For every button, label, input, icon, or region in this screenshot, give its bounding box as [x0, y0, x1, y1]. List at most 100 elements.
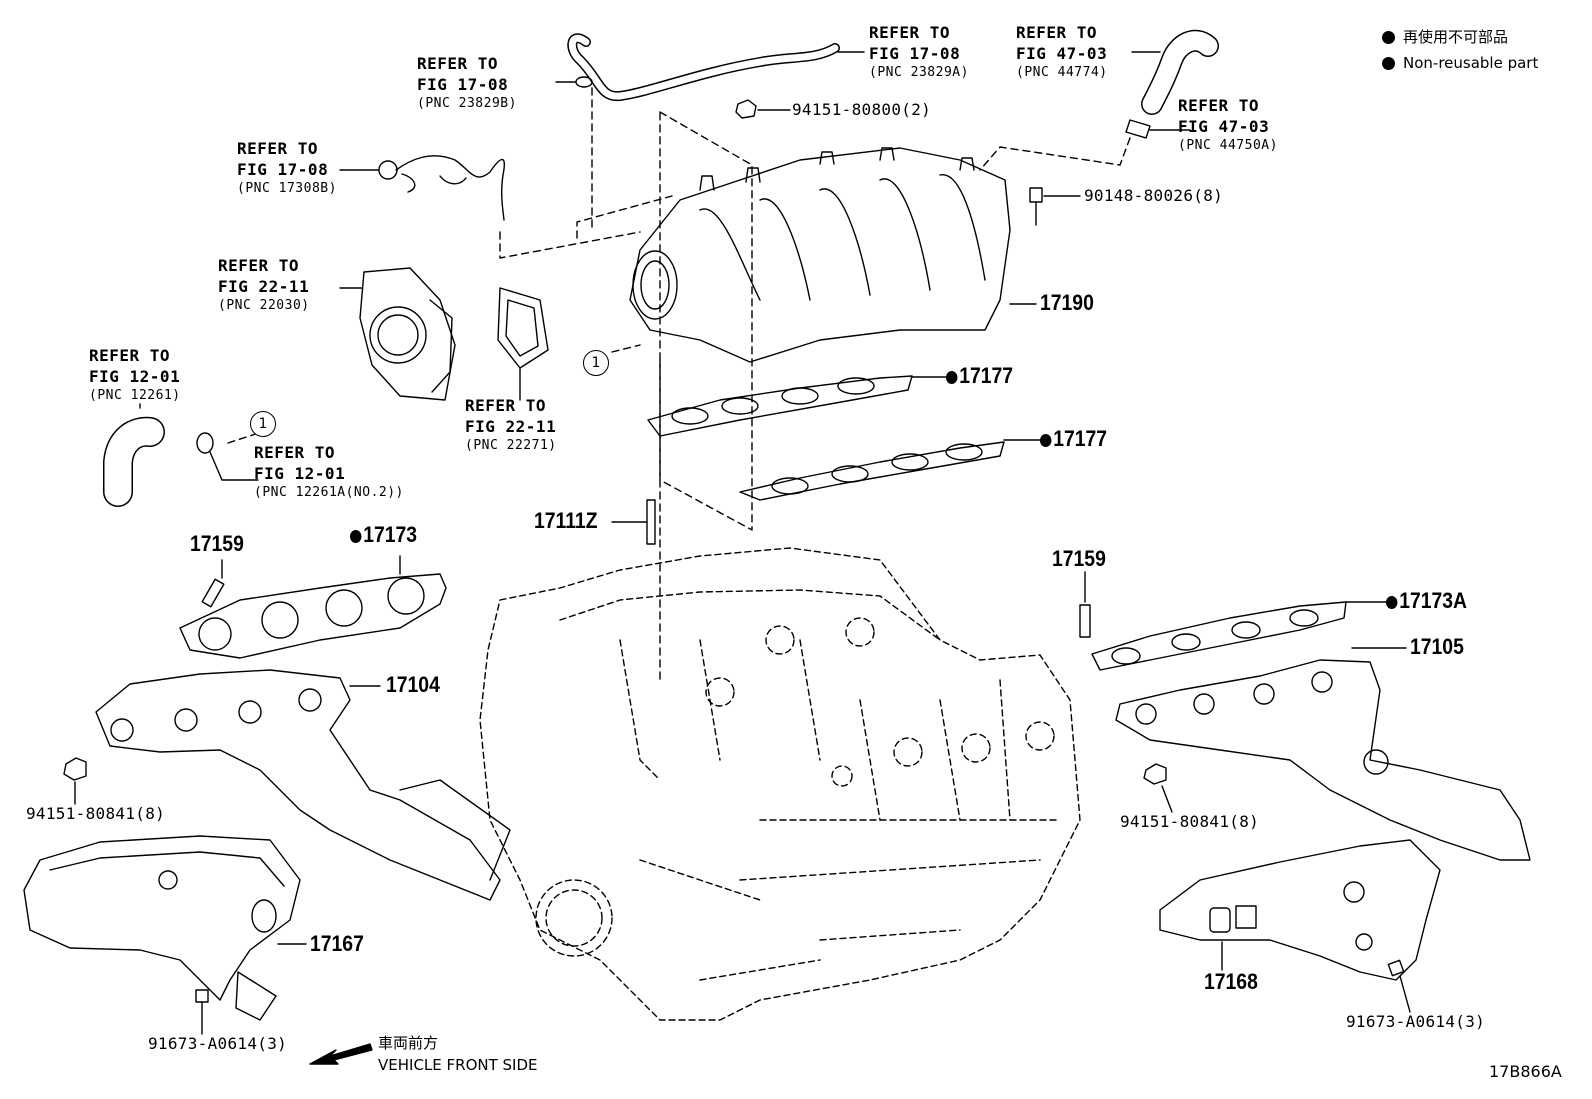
- ref-hose-right-line1: REFER TO: [1016, 23, 1098, 42]
- stud-center: [611, 499, 656, 545]
- hose-clip-right: [1125, 119, 1191, 139]
- ref-clip-top-pnc: (PNC 23829B): [417, 96, 517, 111]
- ref-hose-right[interactable]: REFER TO FIG 47-03 (PNC 44774): [1016, 22, 1108, 82]
- vehicle-front-jp: 車両前方: [378, 1034, 439, 1052]
- ref-throttle-body-line2: FIG 22-11: [218, 277, 310, 296]
- part-heat-insulator-left[interactable]: 17167: [310, 931, 364, 956]
- part-exhaust-manifold-left[interactable]: 17104: [386, 672, 440, 697]
- vehicle-front-en: VEHICLE FRONT SIDE: [378, 1056, 538, 1074]
- ref-clip-right[interactable]: REFER TO FIG 47-03 (PNC 44750A): [1178, 95, 1278, 155]
- ref-pcv-hose-line1: REFER TO: [237, 139, 319, 158]
- ref-throttle-body-pnc: (PNC 22030): [218, 298, 310, 313]
- non-reusable-dot-icon: [350, 529, 362, 543]
- callout-marker-intake: 1: [583, 350, 609, 376]
- ref-hose-right-line2: FIG 47-03: [1016, 44, 1108, 63]
- intake-gasket-lower: [739, 439, 1041, 501]
- part-intake-manifold[interactable]: 17190: [1040, 290, 1094, 315]
- ref-coolant-clip[interactable]: REFER TO FIG 12-01 (PNC 12261A(NO.2)): [254, 442, 404, 502]
- part-nut-top[interactable]: 94151-80800(2): [792, 100, 932, 119]
- heat-insulator-right: [1159, 839, 1441, 981]
- ref-clip-top[interactable]: REFER TO FIG 17-08 (PNC 23829B): [417, 53, 517, 113]
- legend: 再使用不可部品 Non-reusable part: [1382, 24, 1538, 76]
- callout-marker-coolant: 1: [250, 411, 276, 437]
- part-intake-gasket-1[interactable]: 17177: [946, 363, 1013, 389]
- ref-clip-top-line1: REFER TO: [417, 54, 499, 73]
- pcv-hose: [339, 155, 505, 221]
- throttle-gasket: [497, 287, 549, 401]
- heat-insulator-left: [23, 835, 307, 1021]
- engine-block-dashed: [479, 547, 1081, 1021]
- ref-coolant-clip-line2: FIG 12-01: [254, 464, 346, 483]
- ref-coolant-hose-pnc: (PNC 12261): [89, 388, 181, 403]
- legend-row-en: Non-reusable part: [1382, 50, 1538, 76]
- ref-hose-top-line1: REFER TO: [869, 23, 951, 42]
- non-reusable-dot-icon: [1386, 595, 1398, 609]
- part-nut-left[interactable]: 94151-80841(8): [26, 804, 166, 823]
- front-arrow-icon: [309, 1043, 373, 1065]
- part-exhaust-gasket-right-number: 17173A: [1399, 588, 1468, 613]
- ref-throttle-gasket-line1: REFER TO: [465, 396, 547, 415]
- ref-clip-right-line2: FIG 47-03: [1178, 117, 1270, 136]
- vacuum-hose-top: [567, 33, 865, 102]
- ref-throttle-body-line1: REFER TO: [218, 256, 300, 275]
- ref-coolant-hose[interactable]: REFER TO FIG 12-01 (PNC 12261): [89, 345, 181, 405]
- part-stud-left[interactable]: 17159: [190, 531, 244, 556]
- ref-pcv-hose-pnc: (PNC 17308B): [237, 181, 337, 196]
- vehicle-front-label: 車両前方 VEHICLE FRONT SIDE: [378, 1032, 538, 1076]
- ref-throttle-gasket-pnc: (PNC 22271): [465, 438, 557, 453]
- intake-outline-dashed: [227, 87, 1131, 681]
- part-nut-right[interactable]: 94151-80841(8): [1120, 812, 1260, 831]
- part-stud-center[interactable]: 17111Z: [534, 508, 598, 533]
- hose-right: [1131, 29, 1219, 115]
- ref-clip-right-line1: REFER TO: [1178, 96, 1260, 115]
- non-reusable-dot-icon: [1382, 31, 1395, 44]
- legend-jp: 再使用不可部品: [1403, 28, 1509, 46]
- part-bolt-left[interactable]: 91673-A0614(3): [148, 1034, 288, 1053]
- ref-throttle-gasket[interactable]: REFER TO FIG 22-11 (PNC 22271): [465, 395, 557, 455]
- coolant-clip: [196, 432, 259, 481]
- nut-right: [1143, 763, 1173, 813]
- legend-row-jp: 再使用不可部品: [1382, 24, 1538, 50]
- part-exhaust-gasket-left[interactable]: 17173: [350, 522, 417, 548]
- ref-throttle-body[interactable]: REFER TO FIG 22-11 (PNC 22030): [218, 255, 310, 315]
- nut-left: [63, 757, 87, 805]
- bolt-right: [1387, 959, 1411, 1013]
- coolant-hose: [103, 403, 165, 507]
- ref-pcv-hose-line2: FIG 17-08: [237, 160, 329, 179]
- intake-manifold: [629, 147, 1037, 363]
- intake-gasket-upper: [647, 375, 947, 437]
- non-reusable-dot-icon: [1382, 57, 1395, 70]
- part-heat-insulator-right[interactable]: 17168: [1204, 969, 1258, 994]
- ref-hose-right-pnc: (PNC 44774): [1016, 65, 1108, 80]
- non-reusable-dot-icon: [1040, 433, 1052, 447]
- part-intake-gasket-2[interactable]: 17177: [1040, 426, 1107, 452]
- ref-coolant-clip-line1: REFER TO: [254, 443, 336, 462]
- ref-clip-top-line2: FIG 17-08: [417, 75, 509, 94]
- ref-pcv-hose[interactable]: REFER TO FIG 17-08 (PNC 17308B): [237, 138, 337, 198]
- part-exhaust-gasket-left-number: 17173: [363, 522, 418, 547]
- throttle-body: [339, 267, 456, 401]
- bolt-left: [195, 989, 209, 1035]
- part-intake-gasket-1-number: 17177: [959, 363, 1014, 388]
- ref-hose-top[interactable]: REFER TO FIG 17-08 (PNC 23829A): [869, 22, 969, 82]
- exhaust-manifold-right: [1115, 647, 1531, 861]
- part-exhaust-gasket-right[interactable]: 17173A: [1386, 588, 1467, 614]
- exhaust-manifold-left: [95, 669, 511, 901]
- legend-en: Non-reusable part: [1403, 54, 1539, 72]
- nut-top: [735, 99, 791, 119]
- ref-coolant-hose-line1: REFER TO: [89, 346, 171, 365]
- stud-left: [201, 559, 225, 608]
- part-stud-right[interactable]: 17159: [1052, 546, 1106, 571]
- part-bolt-right[interactable]: 91673-A0614(3): [1346, 1012, 1486, 1031]
- part-intake-gasket-2-number: 17177: [1053, 426, 1108, 451]
- hose-clip-top: [555, 76, 593, 88]
- part-bolt-top[interactable]: 90148-80026(8): [1084, 186, 1224, 205]
- ref-throttle-gasket-line2: FIG 22-11: [465, 417, 557, 436]
- ref-coolant-hose-line2: FIG 12-01: [89, 367, 181, 386]
- stud-right: [1079, 571, 1091, 638]
- ref-hose-top-line2: FIG 17-08: [869, 44, 961, 63]
- part-exhaust-manifold-right[interactable]: 17105: [1410, 634, 1464, 659]
- ref-coolant-clip-pnc: (PNC 12261A(NO.2)): [254, 485, 404, 500]
